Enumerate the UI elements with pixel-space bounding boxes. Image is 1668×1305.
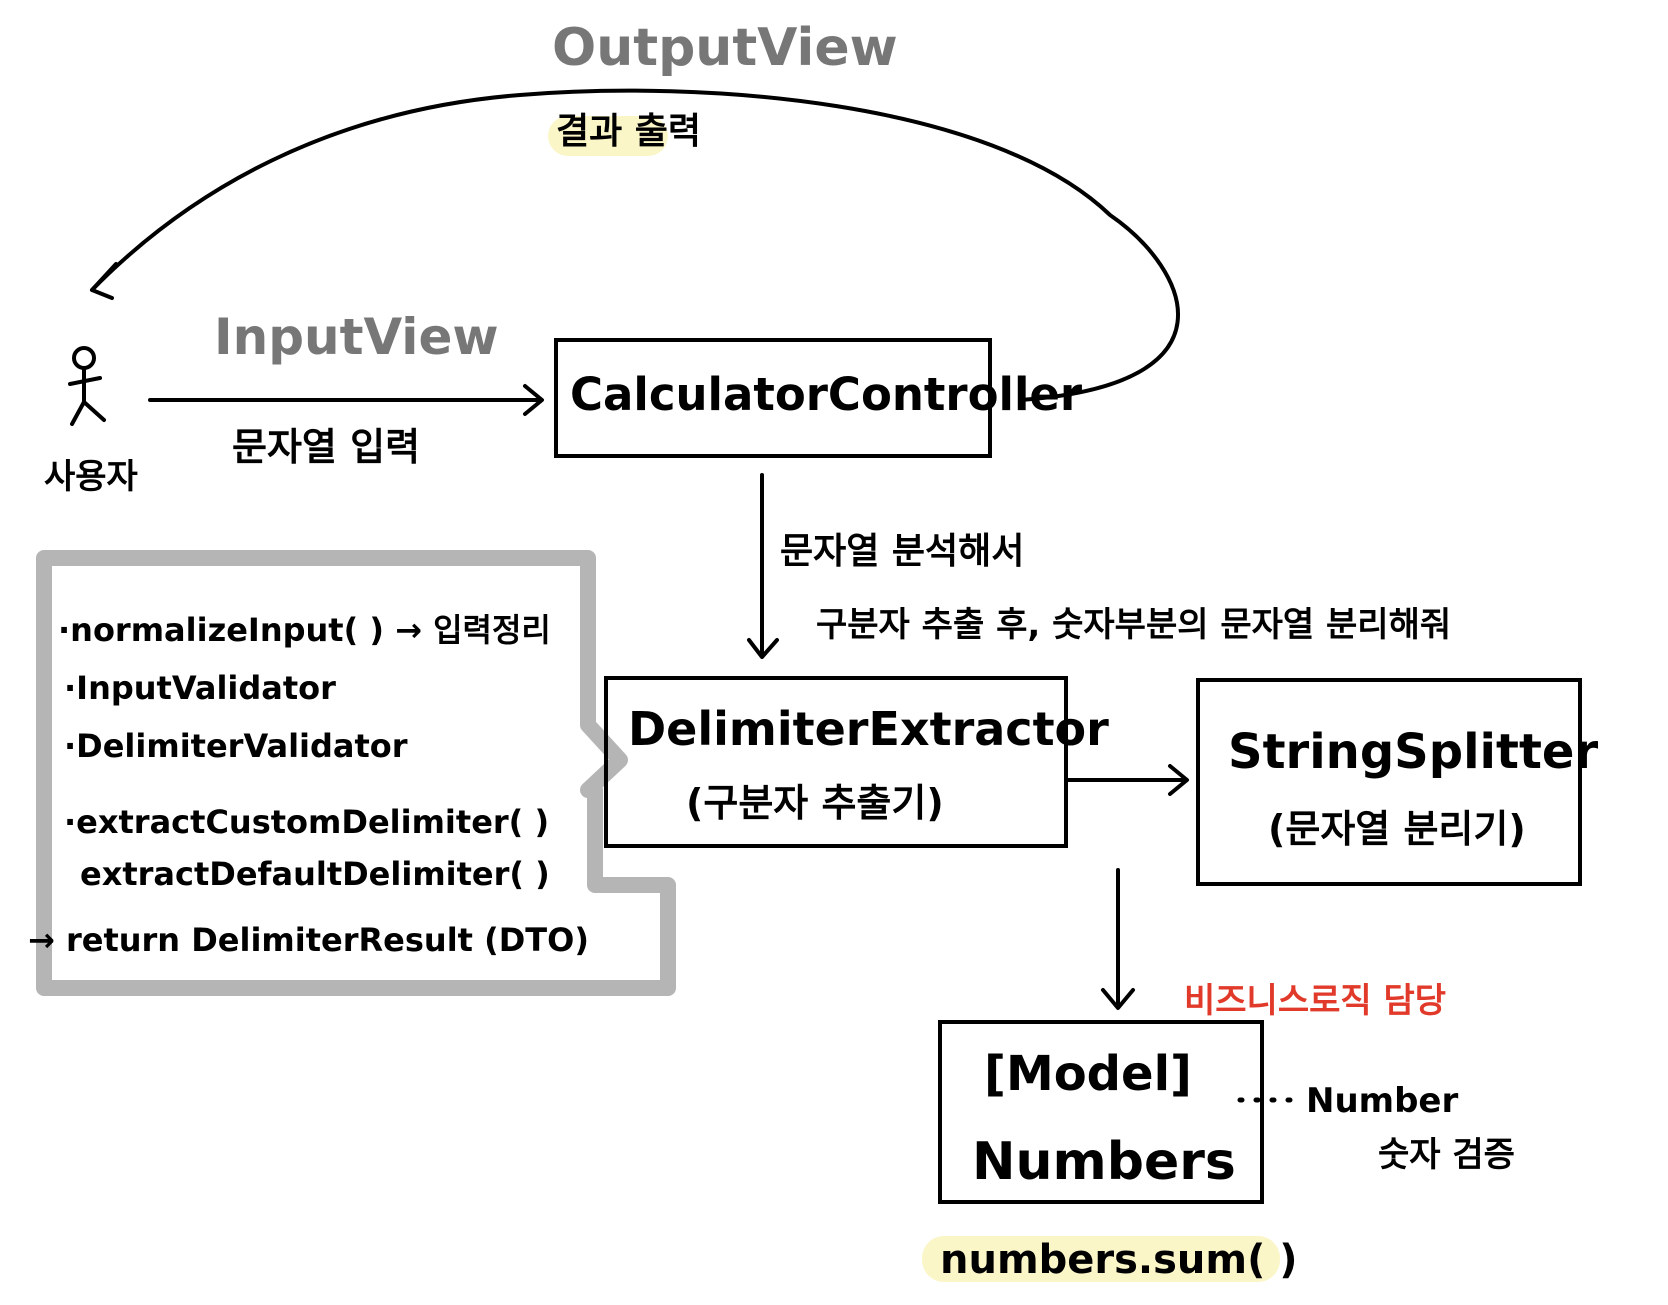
detail-item-input-validator: ·InputValidator [64, 669, 336, 707]
output-desc-highlight [548, 116, 668, 156]
to-model-arrow-head [1101, 988, 1135, 1010]
detail-item-extract-custom: ·extractCustomDelimiter( ) [64, 803, 550, 841]
string-splitter-box: StringSplitter (문자열 분리기) [1196, 678, 1598, 886]
output-arrow-head [90, 262, 118, 300]
number-side-desc: 숫자 검증 [1378, 1135, 1515, 1175]
output-arrow [90, 88, 1180, 402]
analysis-desc-line2: 구분자 추출 후, 숫자부분의 문자열 분리해줘 [816, 605, 1452, 645]
input-view-label: InputView [214, 308, 499, 366]
detail-item-normalize: ·normalizeInput( ) → 입력정리 [58, 611, 551, 649]
delimiter-extractor-subtitle: (구분자 추출기) [686, 781, 944, 825]
user-stick-figure-icon [68, 346, 106, 426]
detail-item-extract-default: extractDefaultDelimiter( ) [80, 855, 550, 893]
number-side-label: Number [1306, 1081, 1459, 1121]
output-view-label: OutputView [552, 18, 898, 78]
details-frame [36, 550, 676, 996]
input-arrow-head [523, 384, 544, 416]
calculator-controller-label: CalculatorController [570, 368, 1083, 421]
calculator-controller-box: CalculatorController [554, 338, 1082, 458]
model-numbers-name: Numbers [972, 1132, 1236, 1192]
string-splitter-subtitle: (문자열 분리기) [1268, 807, 1526, 851]
output-desc: 결과 출력 [556, 111, 702, 152]
input-desc: 문자열 입력 [232, 425, 421, 469]
delimiter-extractor-box: DelimiterExtractor (구분자 추출기) [604, 676, 1109, 848]
model-numbers-box: [Model] Numbers [938, 1020, 1264, 1204]
controller-extractor-arrow-head [747, 638, 779, 659]
extractor-splitter-arrow-head [1168, 764, 1189, 796]
detail-return-line: → return DelimiterResult (DTO) [28, 921, 589, 959]
analysis-desc-line1: 문자열 분석해서 [780, 531, 1025, 572]
model-tag: [Model] [984, 1046, 1192, 1102]
user-label: 사용자 [44, 457, 138, 497]
string-splitter-name: StringSplitter [1228, 724, 1599, 780]
delimiter-extractor-name: DelimiterExtractor [628, 702, 1109, 756]
sum-highlight [922, 1236, 1280, 1282]
numbers-sum-method: numbers.sum( ) [940, 1237, 1298, 1283]
business-logic-note: 비즈니스로직 담당 [1184, 981, 1447, 1021]
detail-item-delimiter-validator: ·DelimiterValidator [64, 727, 408, 765]
